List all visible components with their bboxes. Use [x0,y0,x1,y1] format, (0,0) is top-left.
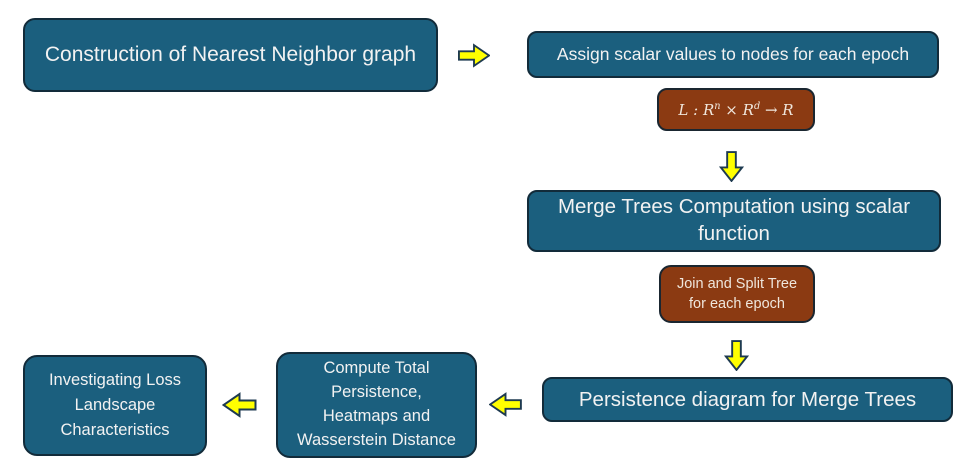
flow-arrow-right-icon [458,43,490,68]
node-construction-nn-graph-label: Construction of Nearest Neighbor graph [44,43,417,66]
formula-part: × R [720,100,754,119]
flow-arrow-down-icon [724,340,749,371]
node-merge-trees-computation-label: Merge Trees Computation using scalar fun… [557,195,911,245]
formula-scalar-function: L : Rn × Rd → R [678,101,793,119]
annotation-scalar-function-formula: L : Rn × Rd → R [657,88,815,131]
node-compute-total-persistence-label: Compute Total Persistence, Heatmaps and … [297,359,456,449]
flow-arrow-left-icon [222,392,257,418]
node-persistence-diagram-label: Persistence diagram for Merge Trees [578,387,917,411]
node-assign-scalar-values-label: Assign scalar values to nodes for each e… [556,44,910,64]
flow-arrow-down-icon [719,151,744,182]
node-assign-scalar-values: Assign scalar values to nodes for each e… [527,31,939,78]
formula-part: L : R [678,100,715,119]
formula-superscript-d: d [753,100,761,112]
node-compute-total-persistence: Compute Total Persistence, Heatmaps and … [276,352,477,458]
formula-part: → R [760,100,794,119]
node-investigating-loss-landscape-label: Investigating Loss Landscape Characteris… [48,371,182,439]
formula-superscript-n: n [714,100,721,112]
node-construction-nn-graph: Construction of Nearest Neighbor graph [23,18,438,92]
node-persistence-diagram: Persistence diagram for Merge Trees [542,377,953,422]
annotation-join-split-tree-label: Join and Split Tree for each epoch [676,275,798,312]
annotation-join-split-tree: Join and Split Tree for each epoch [659,265,815,323]
node-investigating-loss-landscape: Investigating Loss Landscape Characteris… [23,355,207,456]
flow-arrow-left-icon [489,392,522,417]
node-merge-trees-computation: Merge Trees Computation using scalar fun… [527,190,941,252]
